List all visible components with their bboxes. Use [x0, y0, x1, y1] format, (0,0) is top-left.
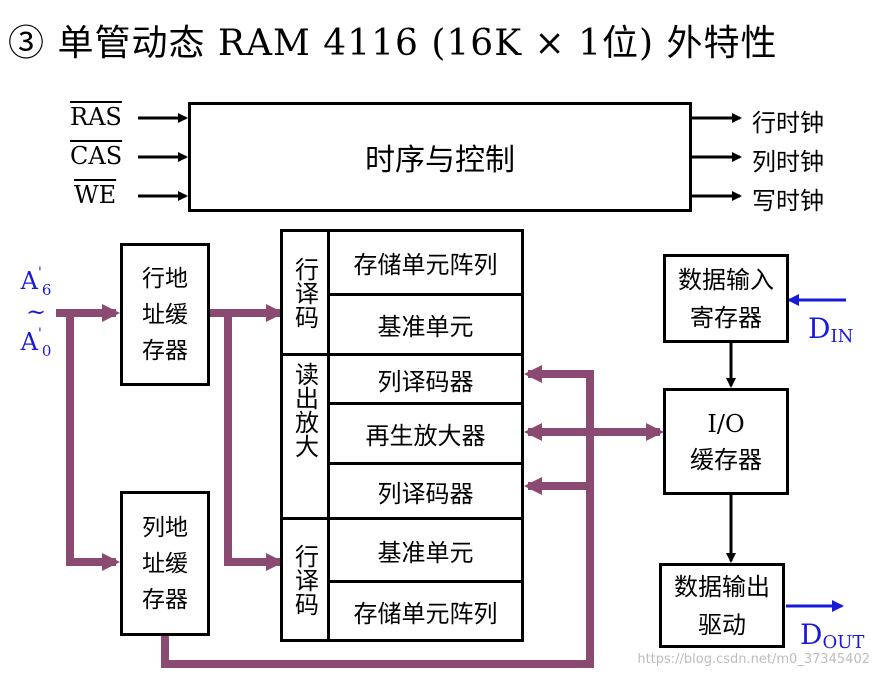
- row-address-buffer: 行地址缓存器: [120, 243, 210, 386]
- col-buf-bus: [161, 365, 594, 668]
- io-buffer-line1: I/O: [707, 409, 745, 438]
- ras-label: RAS: [70, 103, 122, 131]
- data-input-register-label: 数据输入寄存器: [678, 265, 774, 332]
- row-address-buffer-label: 行地址缓存器: [142, 265, 188, 364]
- io-buffer-line2: 缓存器: [690, 445, 762, 474]
- top-row-decoder-label: 行译码: [290, 256, 319, 329]
- io-buffer: I/O 缓存器: [663, 388, 789, 495]
- timing-control-box: 时序与控制: [188, 102, 692, 212]
- top-row-decoder: 行译码: [280, 229, 330, 356]
- cas-label: CAS: [70, 142, 123, 170]
- array-cell-col-decoder-bottom: 列译码器: [327, 462, 524, 520]
- bottom-row-decoder: 行译码: [280, 517, 330, 642]
- sense-amplifier-block: 读出放大: [280, 353, 330, 520]
- we-label: WE: [74, 181, 117, 209]
- address-label: A'6 ~ A'0: [20, 265, 52, 360]
- array-cell-col-decoder-top: 列译码器: [327, 353, 524, 405]
- row-buf-to-bottom-decoder: [224, 313, 284, 571]
- array-cell-storage-bottom: 存储单元阵列: [327, 580, 524, 642]
- bottom-row-decoder-label: 行译码: [290, 543, 319, 616]
- col-clock-label: 列时钟: [752, 148, 824, 176]
- data-output-driver-label: 数据输出驱动: [674, 572, 770, 639]
- data-input-register: 数据输入寄存器: [663, 254, 789, 343]
- page-title: ③ 单管动态 RAM 4116 (16K × 1位) 外特性: [8, 23, 778, 64]
- row-clock-label: 行时钟: [752, 109, 824, 137]
- array-cell-regen-amp: 再生放大器: [327, 402, 524, 465]
- sense-amplifier-label: 读出放大: [290, 362, 319, 458]
- array-cell-reference-top: 基准单元: [327, 293, 524, 356]
- dout-label: DOUT: [800, 618, 865, 653]
- timing-control-label: 时序与控制: [365, 143, 515, 178]
- watermark: https://blog.csdn.net/m0_37345402: [637, 652, 870, 667]
- column-address-buffer: 列地址缓存器: [120, 491, 210, 636]
- array-cell-storage-top: 存储单元阵列: [327, 229, 524, 296]
- addr-to-col-buffer: [66, 313, 120, 571]
- din-label: DIN: [808, 312, 854, 347]
- column-address-buffer-label: 列地址缓存器: [142, 514, 188, 613]
- write-clock-label: 写时钟: [752, 187, 824, 215]
- array-cell-reference-bottom: 基准单元: [327, 517, 524, 583]
- data-output-driver: 数据输出驱动: [659, 563, 785, 648]
